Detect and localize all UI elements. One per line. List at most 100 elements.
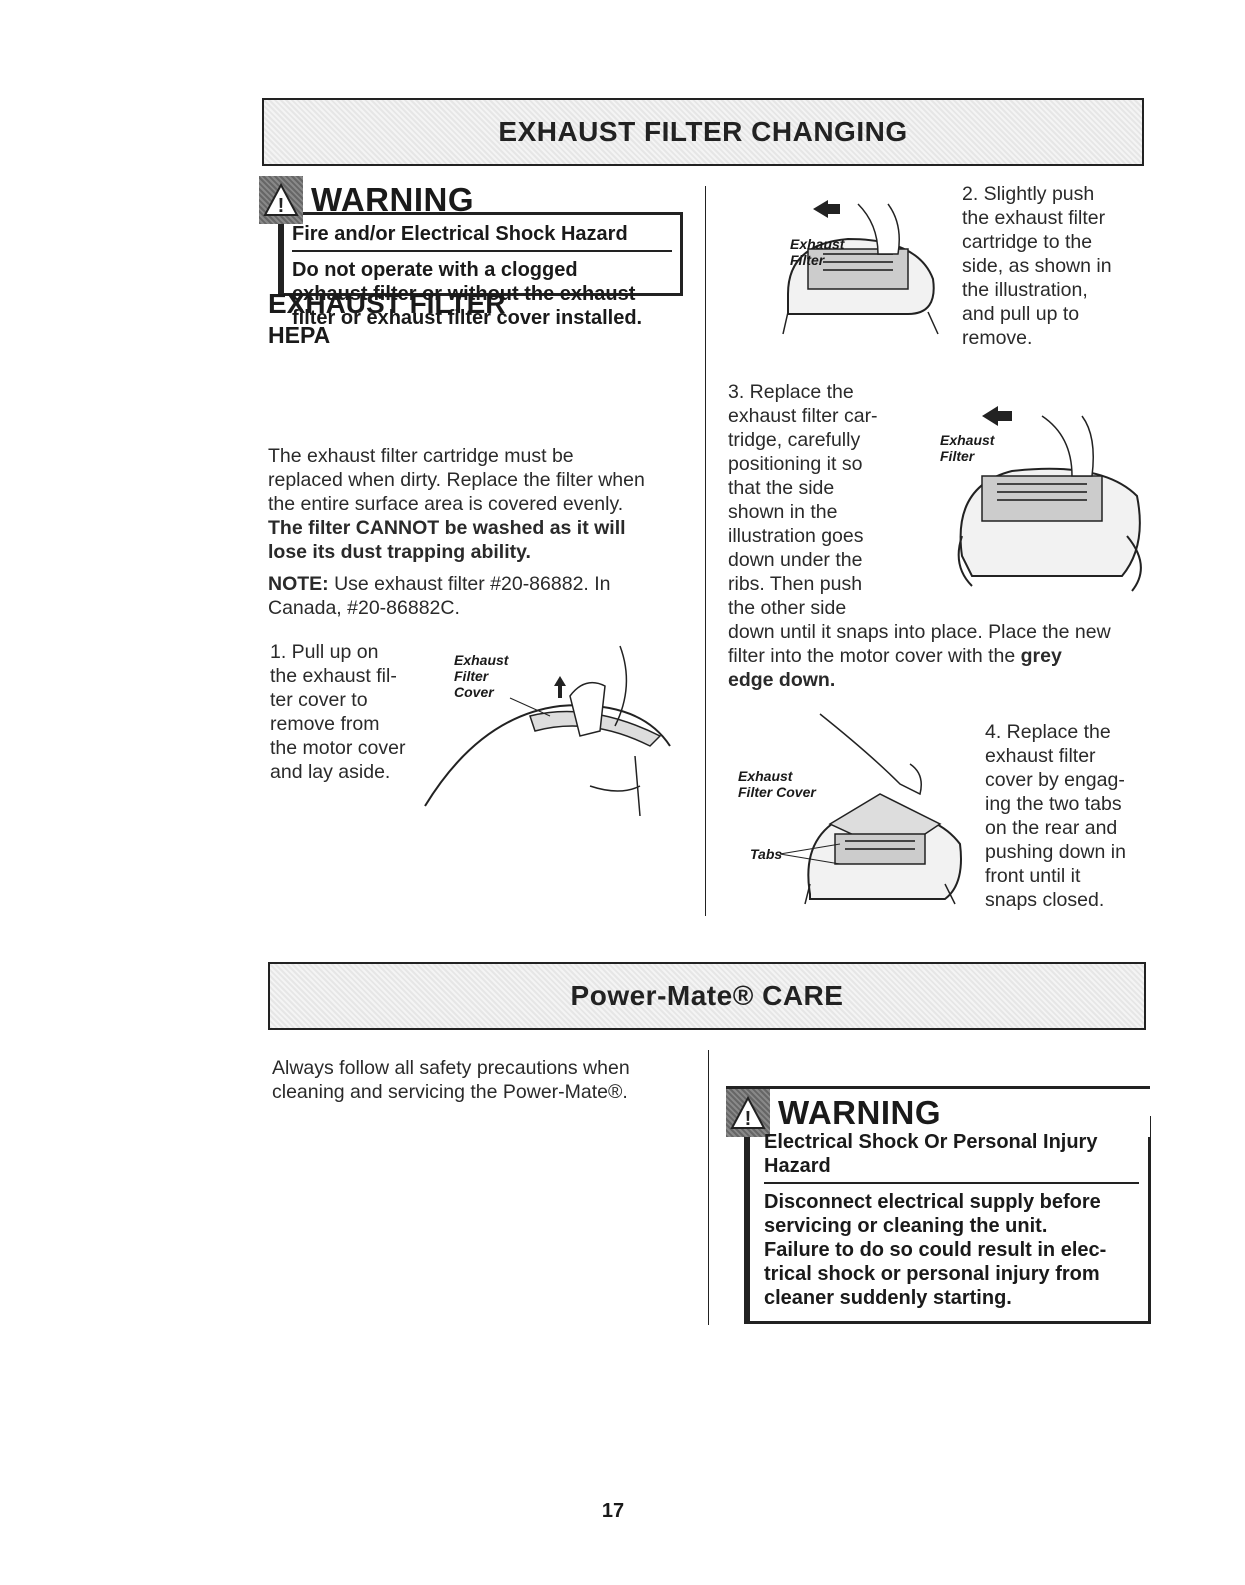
step-line: remove from — [270, 713, 380, 735]
illus-label: Exhaust — [790, 236, 845, 252]
illus-label: Exhaust — [454, 652, 509, 668]
warning-line: Disconnect electrical supply before — [764, 1191, 1101, 1213]
section-header: EXHAUST FILTER HEPA — [268, 288, 505, 349]
step-line: ter cover to — [270, 689, 368, 711]
text-line: cleaning and servicing the Power-Mate®. — [272, 1081, 628, 1103]
warning-line: servicing or cleaning the unit. — [764, 1215, 1048, 1237]
step1-illustration: Exhaust Filter Cover — [420, 636, 680, 836]
text-line: The exhaust filter cartridge must be — [268, 445, 574, 467]
divider — [764, 1182, 1139, 1184]
step-line: the motor cover — [270, 737, 406, 759]
step-line: the exhaust fil- — [270, 665, 397, 687]
step-3: 3. Replace the exhaust filter car- tridg… — [728, 380, 928, 620]
svg-text:!: ! — [278, 195, 285, 217]
warning-content: Fire and/or Electrical Shock Hazard Do n… — [292, 222, 672, 330]
step-line: filter into the motor cover with the gre… — [728, 644, 1168, 668]
step-line: front until it — [985, 865, 1081, 887]
illus-label: Tabs — [750, 846, 783, 862]
step-line: the other side — [728, 597, 847, 619]
step-line: exhaust filter — [985, 745, 1096, 767]
warning-header: ! WARNING — [259, 176, 474, 224]
intro-paragraph: The exhaust filter cartridge must be rep… — [268, 444, 698, 620]
powermate-banner: Power-Mate® CARE — [268, 962, 1146, 1030]
warning-line: Failure to do so could result in elec- — [764, 1239, 1107, 1261]
step-4: 4. Replace the exhaust filter cover by e… — [985, 720, 1165, 912]
step-line: the exhaust filter — [962, 207, 1106, 229]
step4-illustration: Exhaust Filter Cover Tabs — [730, 704, 980, 914]
replace-cartridge-drawing — [957, 406, 1142, 592]
text-line: Always follow all safety precautions whe… — [272, 1057, 630, 1079]
step-line: ribs. Then push — [728, 573, 863, 595]
step-2: 2. Slightly push the exhaust filter cart… — [962, 182, 1162, 350]
warning-line: filter or exhaust filter cover installed… — [292, 307, 643, 329]
text-line: replaced when dirty. Replace the filter … — [268, 469, 645, 491]
step2-illustration: Exhaust Filter — [728, 184, 958, 344]
note-label: NOTE: — [268, 573, 329, 595]
svg-text:!: ! — [745, 1108, 752, 1130]
step-line: and pull up to — [962, 303, 1080, 325]
step-line: on the rear and — [985, 817, 1118, 839]
illus-label: Exhaust — [940, 432, 995, 448]
note-text: Canada, #20-86882C. — [268, 597, 460, 619]
column-divider — [708, 1050, 709, 1325]
section-title: EXHAUST FILTER — [268, 288, 506, 319]
step-line: 2. Slightly push — [962, 183, 1095, 205]
step3-illustration: Exhaust Filter — [932, 376, 1152, 606]
warning-line: exhaust filter or without the exhaust — [292, 283, 636, 305]
banner-title: Power-Mate® CARE — [570, 980, 844, 1011]
filter-cartridge-drawing — [782, 200, 939, 335]
hazard-title: Hazard — [764, 1155, 831, 1177]
hazard-title: Fire and/or Electrical Shock Hazard — [292, 223, 628, 245]
warning-box — [278, 212, 683, 296]
step-line: down under the — [728, 549, 863, 571]
section-subtitle: HEPA — [268, 322, 331, 348]
step-line: down until it snaps into place. Place th… — [728, 621, 1111, 643]
step-line: snaps closed. — [985, 889, 1105, 911]
step-line: 3. Replace the — [728, 381, 854, 403]
page-number: 17 — [601, 1500, 625, 1522]
step-line: and lay aside. — [270, 761, 391, 783]
powermate-intro: Always follow all safety precautions whe… — [272, 1056, 702, 1104]
step-line: positioning it so — [728, 453, 863, 475]
step-line: 4. Replace the — [985, 721, 1111, 743]
text-span: grey — [1020, 645, 1062, 667]
step-line: shown in the — [728, 501, 838, 523]
warning-header: ! WARNING — [726, 1086, 1150, 1137]
step-line: tridge, carefully — [728, 429, 861, 451]
exhaust-filter-banner: EXHAUST FILTER CHANGING — [262, 98, 1144, 166]
warning-line: Do not operate with a clogged — [292, 259, 578, 281]
illus-label: Filter — [454, 668, 489, 684]
illus-label: Filter — [940, 448, 975, 464]
step-line: side, as shown in — [962, 255, 1112, 277]
warning-word: WARNING — [311, 181, 474, 218]
warning-content: Electrical Shock Or Personal Injury Haza… — [764, 1130, 1139, 1310]
text-line: the entire surface area is covered evenl… — [268, 493, 624, 515]
step-line: the illustration, — [962, 279, 1088, 301]
warning-word: WARNING — [778, 1094, 941, 1131]
warning-box — [744, 1116, 1151, 1324]
note-text: Use exhaust filter #20-86882. In — [328, 573, 611, 595]
step-line: cover by engag- — [985, 769, 1125, 791]
illus-label: Exhaust — [738, 768, 793, 784]
warning-triangle-icon: ! — [259, 176, 303, 224]
step-line: pushing down in — [985, 841, 1126, 863]
step-line: remove. — [962, 327, 1033, 349]
text-line: The filter CANNOT be washed as it will — [268, 517, 626, 539]
warning-triangle-icon: ! — [726, 1089, 770, 1137]
text-span: filter into the motor cover with the — [728, 645, 1021, 667]
divider — [292, 250, 672, 252]
note: NOTE: Use exhaust filter #20-86882. In — [268, 572, 698, 596]
step-line: edge down. — [728, 669, 836, 691]
step-3-continued: down until it snaps into place. Place th… — [728, 620, 1168, 692]
step-1: 1. Pull up on the exhaust fil- ter cover… — [270, 640, 430, 784]
step-line: 1. Pull up on — [270, 641, 379, 663]
step-line: that the side — [728, 477, 835, 499]
banner-title: EXHAUST FILTER CHANGING — [498, 116, 908, 147]
column-divider — [705, 186, 706, 916]
step-line: cartridge to the — [962, 231, 1093, 253]
step-line: illustration goes — [728, 525, 864, 547]
replace-cover-drawing — [779, 713, 962, 905]
warning-line: trical shock or personal injury from — [764, 1263, 1100, 1285]
hazard-title: Electrical Shock Or Personal Injury — [764, 1131, 1098, 1153]
step-line: exhaust filter car- — [728, 405, 878, 427]
